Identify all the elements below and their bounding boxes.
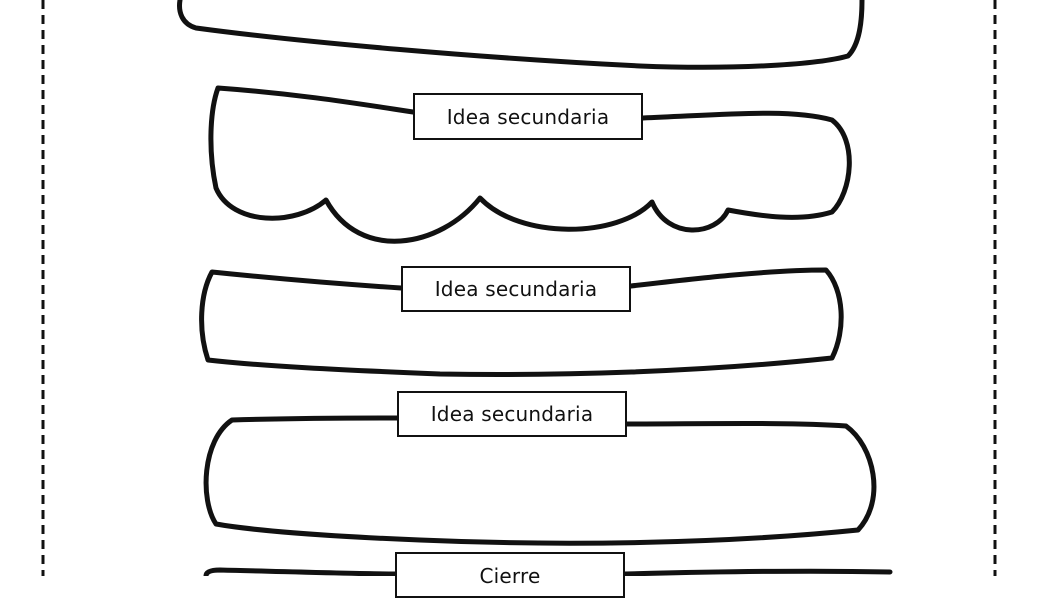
bottom-bun-shape xyxy=(203,567,893,576)
label-idea-secundaria-2: Idea secundaria xyxy=(401,266,631,312)
burger-organizer-diagram xyxy=(41,0,997,576)
patty-layer-2-shape xyxy=(203,415,877,546)
label-cierre: Cierre xyxy=(395,552,625,598)
label-idea-secundaria-1: Idea secundaria xyxy=(413,93,643,140)
label-idea-secundaria-3: Idea secundaria xyxy=(397,391,627,437)
top-bun-shape xyxy=(177,0,865,70)
lettuce-layer-shape xyxy=(208,85,852,244)
